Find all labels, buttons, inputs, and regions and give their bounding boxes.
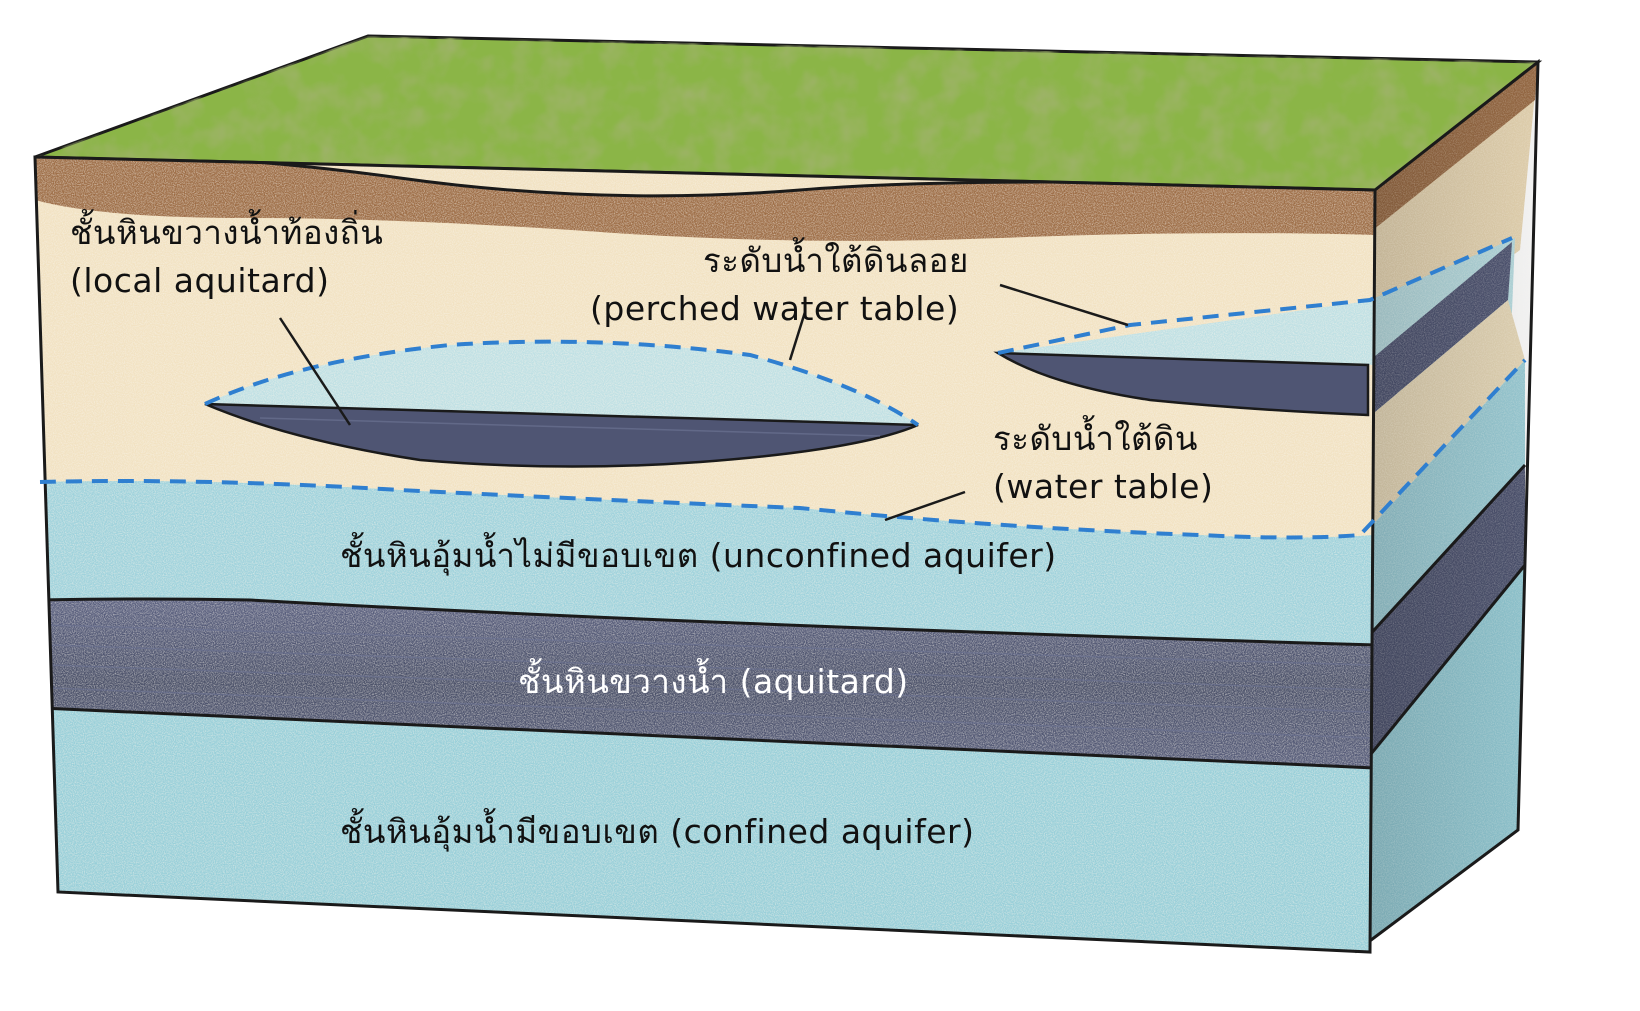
label-perched-water-table-thai: ระดับน้ำใต้ดินลอย xyxy=(703,237,969,280)
label-confined-aquifer: ชั้นหินอุ้มน้ำมีขอบเขต (confined aquifer… xyxy=(340,808,974,852)
local-aquitard-lens-right xyxy=(993,351,1370,417)
leader-local-aquitard xyxy=(278,317,352,426)
label-water-table-thai: ระดับน้ำใต้ดิน xyxy=(993,415,1198,458)
leader-perched-water-table-right xyxy=(999,283,1129,327)
label-perched-water-table-english: (perched water table) xyxy=(590,289,959,328)
label-local-aquitard-thai: ชั้นหินขวางน้ำท้องถิ่น xyxy=(70,209,383,252)
perched-water-table-line-left xyxy=(204,339,920,427)
block-right-side xyxy=(1354,58,1540,954)
water-table-line xyxy=(39,358,1527,540)
label-aquitard: ชั้นหินขวางน้ำ (aquitard) xyxy=(518,658,909,701)
leader-perched-water-table xyxy=(788,311,807,361)
label-unconfined-aquifer: ชั้นหินอุ้มน้ำไม่มีขอบเขต (unconfined aq… xyxy=(340,532,1057,576)
label-local-aquitard-english: (local aquitard) xyxy=(70,261,329,300)
perched-water-table-line-right xyxy=(997,236,1513,355)
label-water-table-english: (water table) xyxy=(993,467,1213,506)
block-front-outline xyxy=(33,155,1377,954)
leader-water-table xyxy=(884,490,966,522)
local-aquitard-lens-left xyxy=(204,402,919,468)
grass-surface xyxy=(34,34,1543,192)
